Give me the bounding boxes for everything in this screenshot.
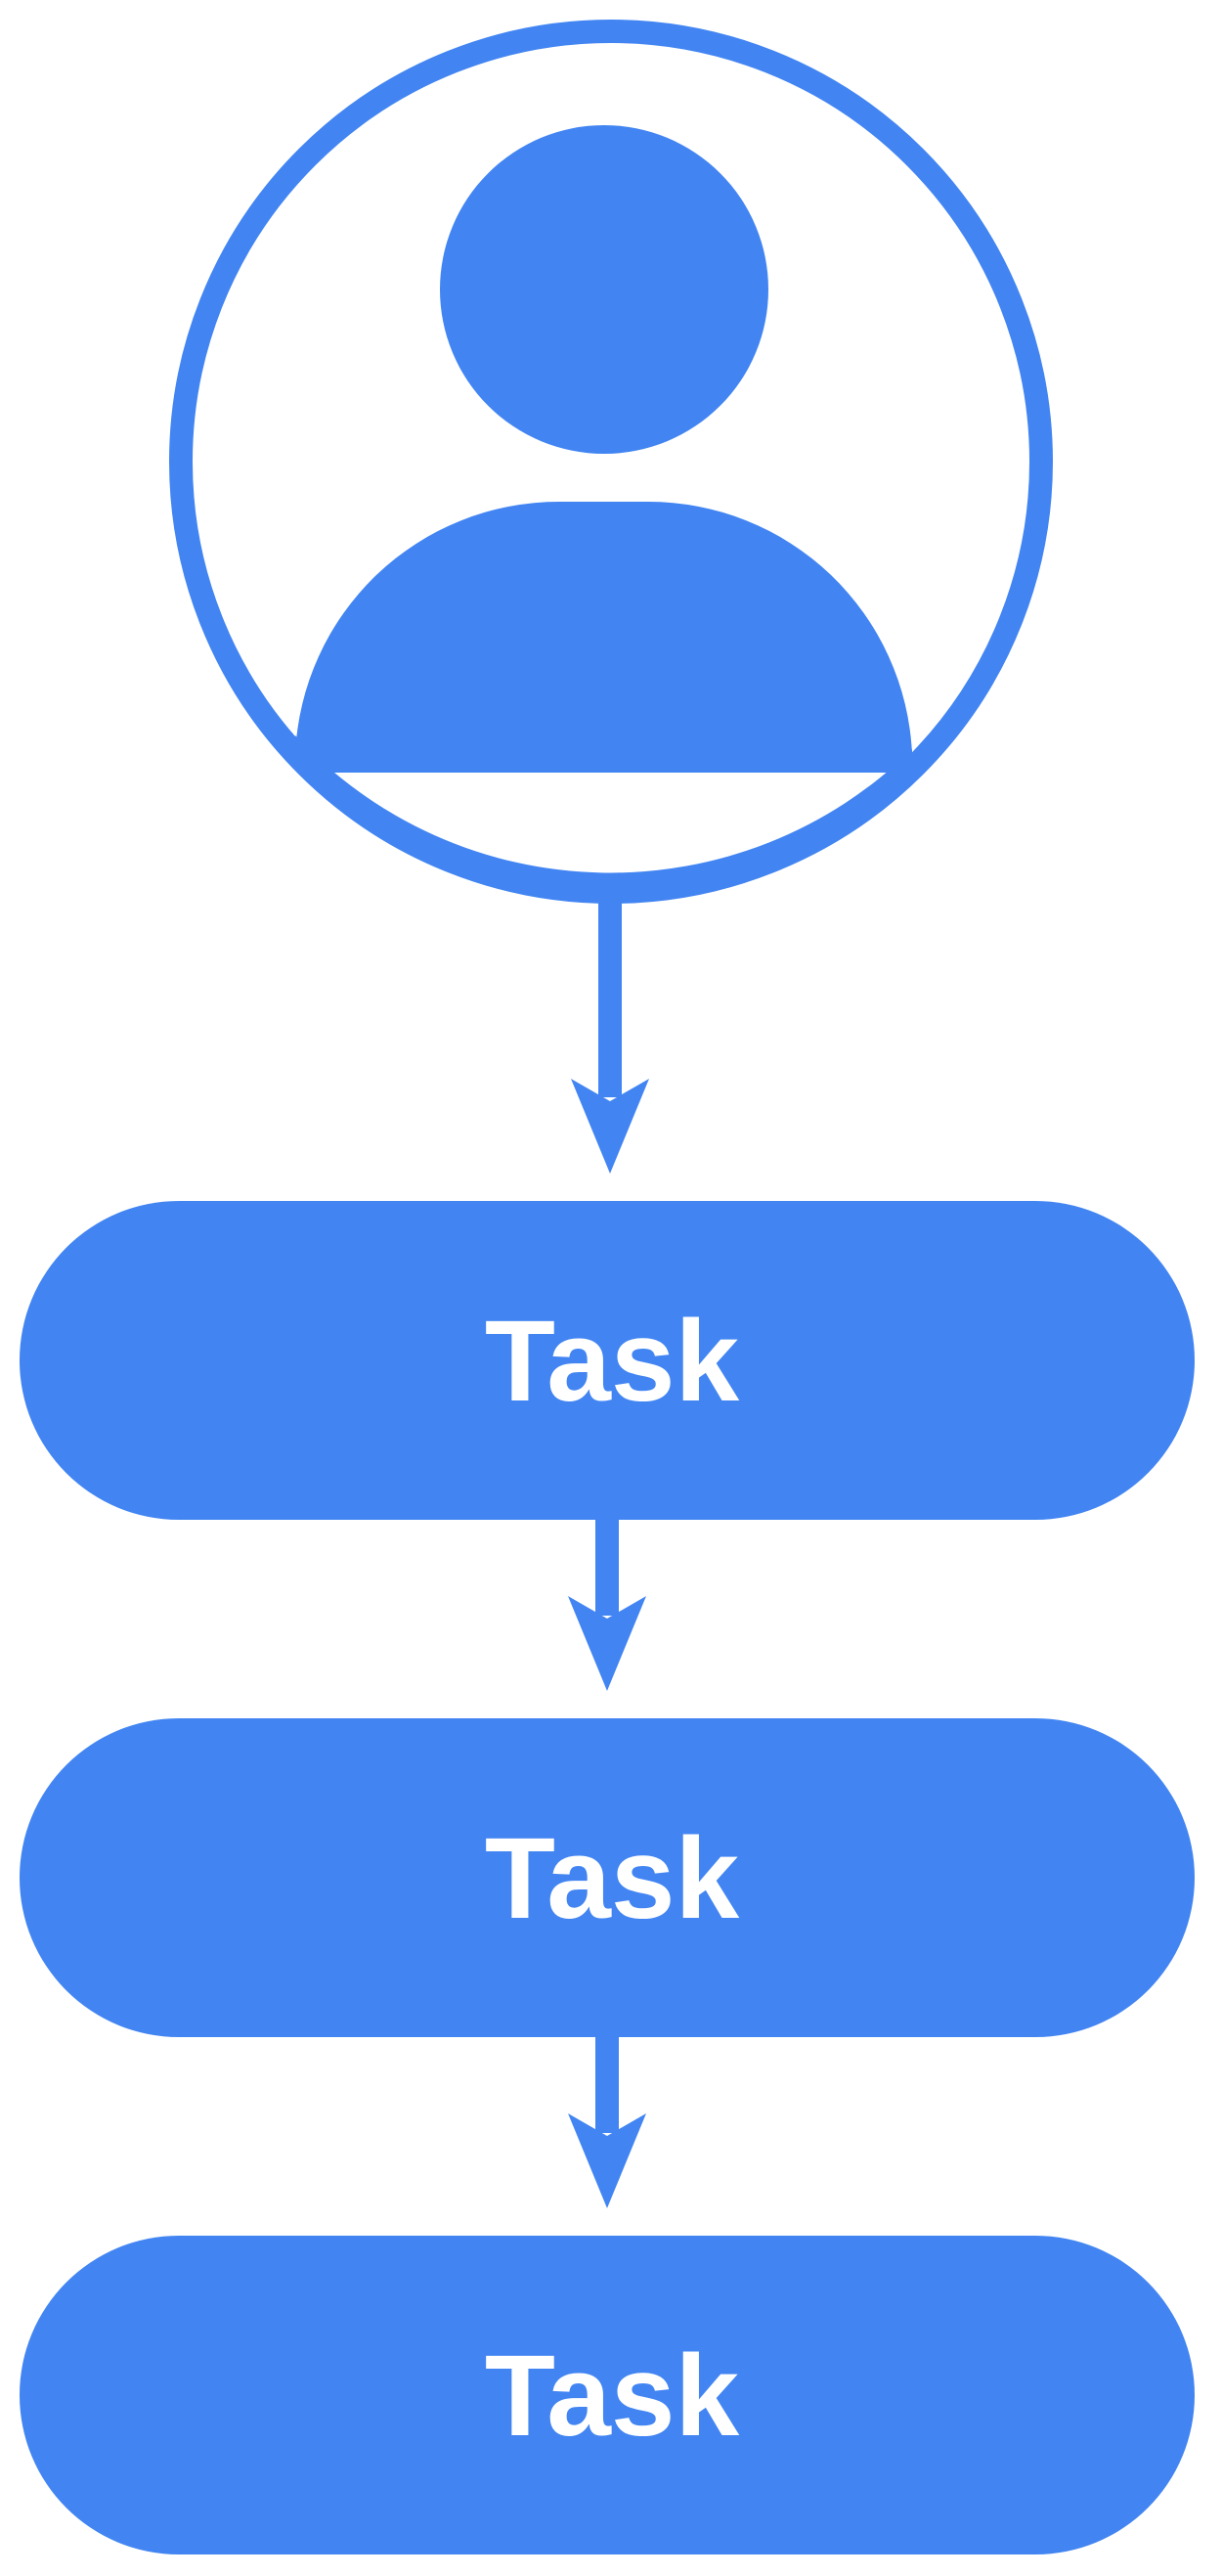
avatar-base-fill (295, 735, 912, 892)
task-node: Task (20, 1718, 1195, 2037)
avatar-head (440, 125, 768, 454)
arrow-down-icon (568, 1518, 646, 1691)
task-node: Task (20, 1201, 1195, 1520)
avatar-body (295, 501, 912, 773)
task-pill (20, 1718, 1195, 2037)
task-pill (20, 1201, 1195, 1520)
task-label: Task (485, 2332, 740, 2461)
task-label: Task (485, 1297, 740, 1426)
user-avatar-icon (169, 20, 1053, 904)
task-label: Task (485, 1814, 740, 1943)
arrow-down-icon (571, 890, 649, 1174)
arrow-down-icon (568, 2035, 646, 2208)
task-node: Task (20, 2236, 1195, 2554)
task-pill (20, 2236, 1195, 2554)
